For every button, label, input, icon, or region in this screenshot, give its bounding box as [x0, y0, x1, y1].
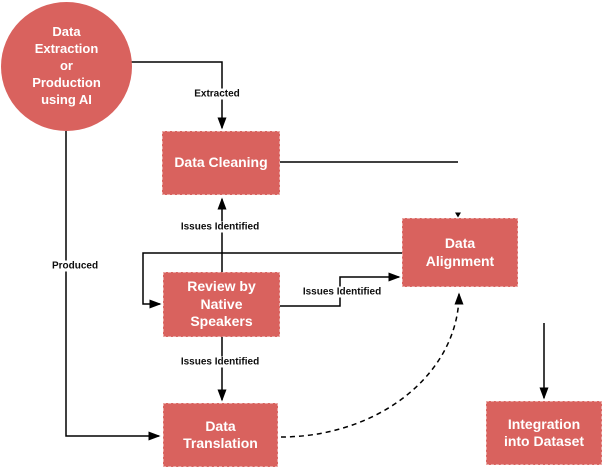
edge-label-issues-identified-to-cleaning: Issues Identified: [178, 221, 262, 233]
node-review-by-native-speakers: Review by Native Speakers: [163, 272, 280, 337]
edge-label-issues-identified-to-alignment: Issues Identified: [300, 286, 384, 298]
edge-cleaning-to-alignment-arrowhead: [455, 212, 461, 218]
edge-label-extracted: Extracted: [192, 88, 242, 100]
node-data-cleaning: Data Cleaning: [162, 131, 280, 195]
node-data-translation: Data Translation: [163, 403, 278, 467]
edge-extraction-to-cleaning: [131, 61, 227, 130]
node-integration-into-dataset: Integration into Dataset: [486, 401, 602, 465]
node-data-extraction-or-production-using-ai: Data Extraction or Production using AI: [1, 2, 132, 131]
edge-extraction-to-translation: [65, 131, 161, 441]
edge-label-produced: Produced: [49, 260, 101, 272]
node-data-alignment: Data Alignment: [402, 218, 518, 287]
edge-label-issues-identified-to-translation: Issues Identified: [178, 356, 262, 368]
edge-alignment-to-review: [142, 252, 402, 309]
edge-translation-to-alignment: [280, 292, 464, 438]
